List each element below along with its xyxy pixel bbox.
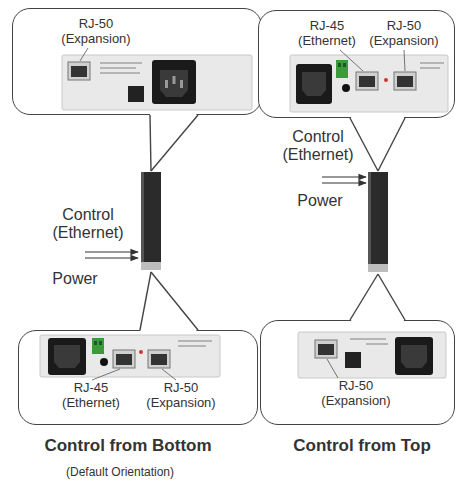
port-label: RJ-50 (Expansion) <box>56 17 136 47</box>
device-end <box>141 262 161 270</box>
signal-label: Control (Ethernet) <box>38 206 138 243</box>
signal-label: Power <box>35 270 115 288</box>
port-label: RJ-45 (Ethernet) <box>56 381 126 411</box>
caption-text: Control from Bottom <box>13 436 243 456</box>
port-label: RJ-45 (Ethernet) <box>292 19 362 49</box>
device-bar <box>368 172 388 272</box>
tail-fill <box>350 274 405 323</box>
input-arrow <box>322 182 366 183</box>
callout-bubble: RJ-45 (Ethernet) RJ-50 (Expansion) <box>18 330 258 425</box>
device-end <box>368 264 388 272</box>
callout-bubble: RJ-45 (Ethernet)RJ-50 (Expansion) <box>258 10 455 118</box>
tail-line <box>150 115 151 171</box>
tail-line <box>378 118 405 171</box>
callout-bubble: RJ-50 (Expansion) <box>12 8 262 115</box>
caption-text: Control from Top <box>262 436 462 456</box>
tail-line <box>350 274 378 320</box>
input-arrow <box>85 257 138 258</box>
tail-line <box>151 272 198 330</box>
input-arrow <box>322 176 366 177</box>
signal-label: Power <box>280 192 360 210</box>
input-arrow <box>85 251 138 252</box>
device-edge <box>368 172 371 266</box>
tail-line <box>378 274 405 320</box>
callout-tail <box>150 113 198 172</box>
caption-text: (Default Orientation) <box>20 466 220 480</box>
callout-bubble: RJ-50 (Expansion) <box>260 320 455 425</box>
callout-tail <box>350 116 405 172</box>
tail-fill <box>350 116 405 172</box>
port-label: RJ-50 (Expansion) <box>364 19 444 49</box>
port-label: RJ-50 (Expansion) <box>141 381 221 411</box>
tail-fill <box>140 272 198 333</box>
signal-label: Control (Ethernet) <box>268 128 368 165</box>
device-bar <box>141 172 161 270</box>
device-body <box>368 172 388 266</box>
tail-line <box>140 272 151 330</box>
port-label: RJ-50 (Expansion) <box>316 379 396 409</box>
tail-fill <box>150 113 198 172</box>
device-body <box>141 172 161 264</box>
input-arrows <box>85 177 366 258</box>
tail-line <box>350 118 378 171</box>
callout-tail <box>140 272 198 333</box>
device-edge <box>141 172 144 264</box>
tail-line <box>151 115 198 171</box>
callout-tail <box>350 274 405 323</box>
